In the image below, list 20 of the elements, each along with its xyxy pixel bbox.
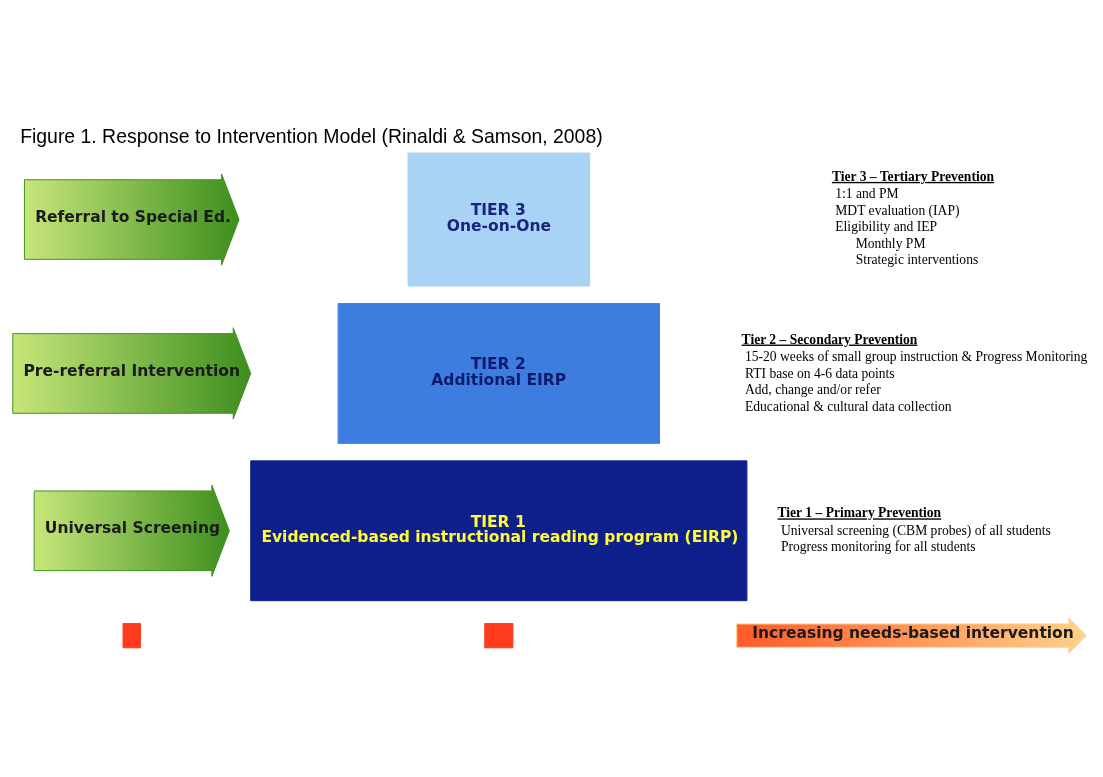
label: 15-20 weeks of small group instruction & Progress Monitoring [744,349,1088,365]
label: Progress monitoring for all students [780,539,976,555]
label: Tier 1 – Primary Prevention [777,505,942,521]
label: Tier 3 – Tertiary Prevention [831,168,995,184]
node-box: TIER 1 Evidenced-based instructional reading program (EIRP) [250,460,748,602]
label: MDT evaluation (IAP) [835,202,960,218]
node-box [122,623,141,649]
node-box: TIER 2 Additional EIRP [337,303,660,444]
label: RTI base on 4-6 data points [744,365,895,381]
label: Educational & cultural data collection [744,398,952,414]
node-box [484,623,514,649]
label: 1:1 and PM [835,186,899,202]
label: Eligibility and IEP [835,219,938,235]
node-box: TIER 3 One-on-One [407,152,591,287]
label: Tier 2 – Secondary Prevention [741,331,918,347]
label: Add, change and/or refer [744,382,881,398]
label: Monthly PM [855,235,926,251]
diagram-title: Figure 1. Response to Intervention Model (Rinaldi & Samson, 2008) [20,125,603,148]
label: Universal screening (CBM probes) of all students [780,522,1051,538]
label: Strategic interventions [855,252,979,268]
